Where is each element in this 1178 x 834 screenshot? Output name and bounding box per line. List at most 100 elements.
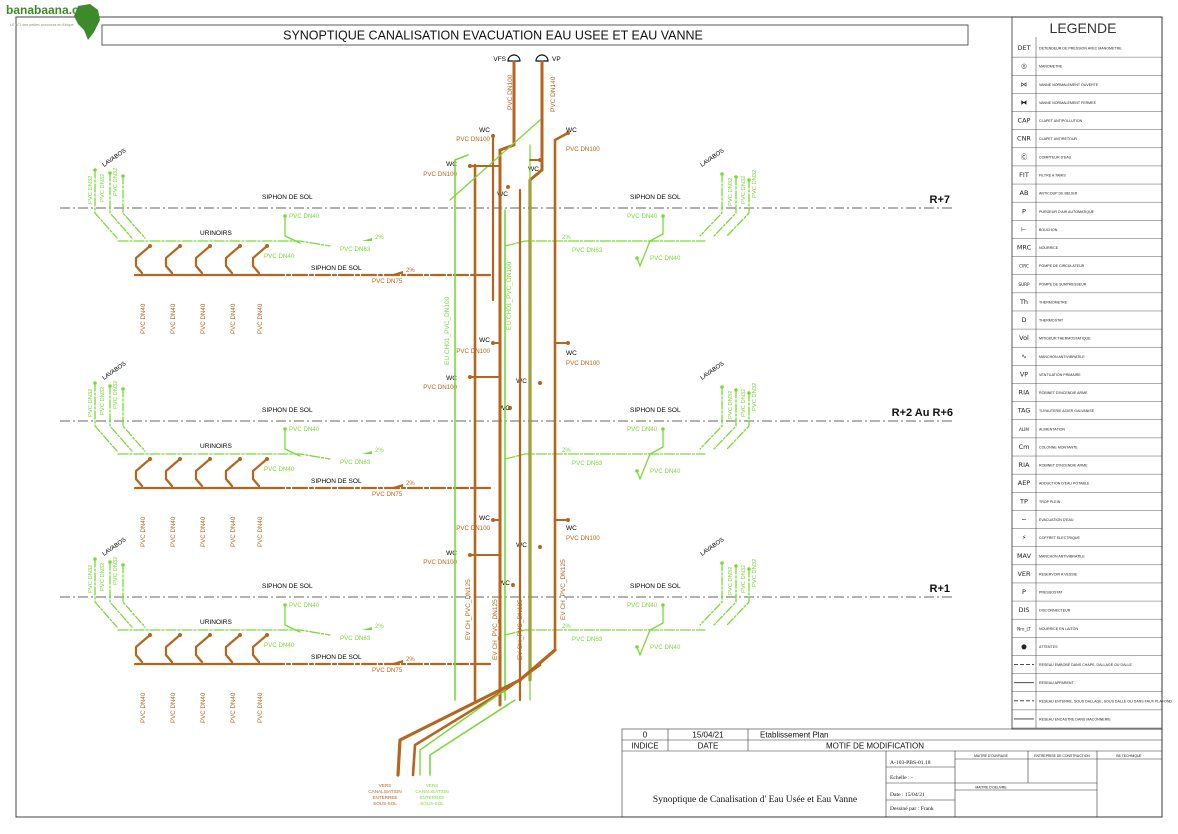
legend-item-text: POMPE DE CIRCULATEUR	[1039, 264, 1085, 268]
lavabo-pipe	[122, 388, 146, 452]
column-labels: EU CH01_PVC_DN100 EU CH01_PVC_DN100 EV C…	[444, 261, 567, 660]
urinoir-dn-label: PVC DN40	[170, 692, 177, 723]
title-box	[101, 24, 969, 46]
lavabo-pipe	[726, 179, 750, 237]
urinoir-pipe	[251, 457, 269, 488]
lavabo-dn-label: PVC DN32	[752, 383, 758, 411]
lavabo-pipe	[699, 386, 723, 450]
vent-vfs-dn: PVC DN100	[507, 74, 514, 110]
column-label-eu1: EU CH01_PVC_DN100	[444, 296, 451, 365]
lavabo-pipe	[699, 173, 723, 237]
legend-item-text: TROP PLEIN	[1039, 500, 1061, 504]
legend-item-text: VENTILATION PRIMAIRE	[1039, 373, 1081, 377]
lavabo-pipe	[713, 389, 737, 450]
legend-symbol-icon: ●	[1021, 642, 1027, 650]
siphon-dn-label-right: PVC DN40	[627, 602, 658, 609]
lavabo-collector	[117, 453, 331, 460]
legend-symbol-icon: DIS	[1018, 606, 1029, 614]
lavabo-dn-label: PVC DN32	[741, 389, 747, 417]
legend-symbol-icon: MRC	[1017, 244, 1032, 252]
slope-label: 2%	[406, 481, 415, 487]
wc-dn-label: PVC DN100	[566, 146, 600, 153]
urinoirs-label: URINOIRS	[200, 230, 232, 237]
stack-eu1	[454, 154, 469, 701]
siphon-dn-label: PVC DN40	[289, 426, 320, 433]
urinoir-dn-label: PVC DN40	[170, 303, 177, 334]
rev-index: 0	[643, 731, 648, 740]
slope-label: 2%	[562, 624, 571, 630]
legend-symbol-icon: RIA	[1019, 389, 1030, 397]
outlet-green-pipe	[429, 699, 516, 776]
legend-symbol-icon: ALIM	[1019, 427, 1029, 432]
lavabo-dn-label: PVC DN32	[113, 168, 119, 196]
wc-label: WC	[479, 515, 490, 522]
wc-label: WC	[566, 350, 577, 357]
urinoir-pipe	[164, 244, 182, 275]
header-index: INDICE	[631, 742, 658, 751]
siphon-label-brown: SIPHON DE SOL	[311, 478, 362, 485]
urinoir-pipe	[251, 633, 269, 664]
urinoir-green-dn-label: PVC DN40	[264, 466, 295, 473]
legend-item-text: ATTENTES	[1039, 645, 1058, 649]
urinoir-dn-label: PVC DN40	[230, 516, 237, 547]
slope-arrow-icon	[393, 660, 403, 663]
urinoir-pipe	[251, 244, 269, 275]
wc-point	[508, 406, 512, 410]
slope-arrow-icon	[362, 238, 372, 241]
legend-symbol-icon: TP	[1019, 497, 1028, 505]
lavabo-dn-label: PVC DN32	[88, 565, 94, 593]
legend-symbol-icon: ⧓	[1021, 98, 1028, 106]
slope-label: 2%	[562, 235, 571, 241]
right-branch-dn-label: PVC DN40	[650, 468, 681, 475]
slope-label: 2%	[406, 268, 415, 274]
legend-item-text: COMPTEUR D'EAU	[1039, 155, 1072, 159]
slope-arrow-icon	[362, 451, 372, 454]
outlet-brown-pipe	[396, 648, 557, 777]
drawing-ref: A-103-PBS-01.18	[890, 760, 931, 766]
drawing-date: Date : 15/04/21	[890, 792, 925, 798]
right-collector	[504, 453, 706, 460]
collector-dn-label-right: PVC DN63	[572, 636, 603, 643]
outlet-labels: VERS CANALISATION ENTERREE SOUS-SOL VERS…	[368, 783, 448, 806]
lavabos-label-right: LAVABOS	[700, 361, 726, 381]
wc-dn-label: PVC DN100	[566, 360, 600, 367]
urinoir-pipe	[134, 457, 152, 488]
legend-item-text: MANOMETRE	[1039, 65, 1063, 69]
vent-vp-dn: PVC DN140	[550, 76, 557, 112]
urinoir-dn-label: PVC DN40	[230, 692, 237, 723]
legend-item-text: MANCHON ANTIVIBRATILE	[1039, 355, 1085, 359]
urinoir-pipe	[164, 457, 182, 488]
urinoir-dn-label: PVC DN40	[200, 516, 207, 547]
siphon-pipe	[649, 215, 664, 242]
legend-item-text: POMPE DE SURPRESSEUR	[1039, 282, 1087, 286]
legend-item-text: ALIMENTATION	[1039, 427, 1065, 431]
outlet-brown-l2: CANALISATION	[368, 789, 401, 794]
wc-dn-label: PVC DN100	[566, 535, 600, 542]
wc-label: WC	[446, 161, 457, 168]
siphon-pipe	[284, 428, 301, 457]
wc-label: WC	[516, 378, 527, 385]
urinoir-dn-label: PVC DN40	[200, 303, 207, 334]
lavabo-pipe	[713, 176, 737, 237]
urinoir-pipe	[194, 244, 212, 275]
urinoir-dn-label: PVC DN40	[140, 303, 147, 334]
header-engineering: BE TECHNIQUE	[1116, 754, 1142, 758]
lavabo-pipe	[109, 172, 133, 239]
right-branch	[636, 240, 651, 267]
siphon-pipe	[649, 428, 664, 455]
lavabo-pipe	[94, 558, 118, 628]
outlet-green-pipe-2	[419, 689, 506, 776]
legend-symbol-icon: Cm	[1019, 443, 1030, 451]
legend-symbol-icon: ◎	[1021, 62, 1027, 70]
legend-item-text: VANNE NORMALEMENT FERMEE	[1039, 101, 1097, 105]
legend-item-text: FILTRE A TAMIS	[1039, 173, 1066, 177]
lavabo-pipe	[699, 562, 723, 626]
lavabo-dn-label: PVC DN32	[741, 565, 747, 593]
lavabo-pipe	[726, 568, 750, 626]
wc-label: WC	[566, 525, 577, 532]
lavabos-label-right: LAVABOS	[700, 537, 726, 557]
legend-item-text: ADDUCTION D'EAU POTABLE	[1039, 482, 1090, 486]
lavabo-dn-label: PVC DN32	[100, 387, 106, 415]
urinoir-pipe	[194, 457, 212, 488]
lavabo-pipe	[109, 561, 133, 628]
